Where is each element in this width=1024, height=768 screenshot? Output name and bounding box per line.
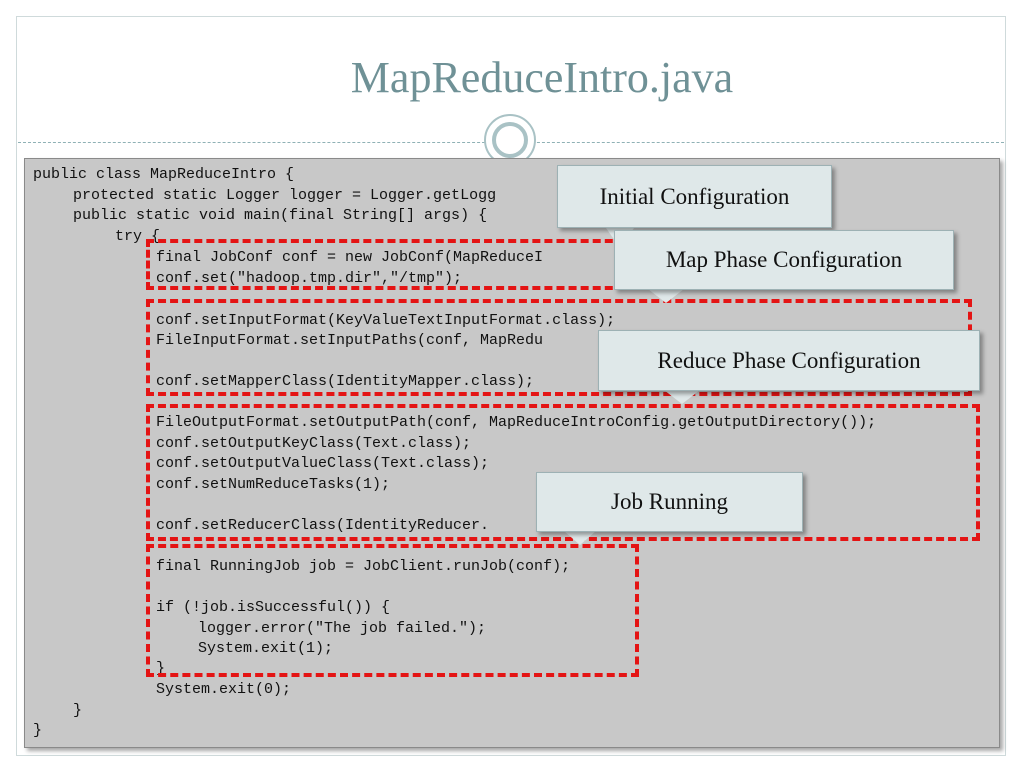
code-line: conf.setNumReduceTasks(1);: [156, 476, 391, 493]
callout-job-running: Job Running: [536, 472, 803, 532]
callout-reduce-phase-configuration: Reduce Phase Configuration: [598, 330, 980, 391]
code-line: final JobConf conf = new JobConf(MapRedu…: [156, 249, 544, 266]
callout-tail: [564, 531, 596, 545]
code-line: }: [73, 702, 83, 719]
code-line: FileInputFormat.setInputPaths(conf, MapR…: [156, 332, 544, 349]
code-line: conf.setOutputValueClass(Text.class);: [156, 455, 490, 472]
code-line: protected static Logger logger = Logger.…: [73, 187, 497, 204]
highlight-box-job: [146, 544, 639, 677]
highlight-box-reduce: [146, 404, 980, 541]
code-line: logger.error("The job failed.");: [198, 620, 487, 637]
code-line: public class MapReduceIntro {: [33, 166, 295, 183]
slide-title: MapReduceIntro.java: [350, 53, 734, 102]
callout-map-phase-configuration: Map Phase Configuration: [614, 230, 954, 290]
code-line: FileOutputFormat.setOutputPath(conf, Map…: [156, 414, 877, 431]
code-line: conf.setMapperClass(IdentityMapper.class…: [156, 373, 535, 390]
code-line: System.exit(0);: [156, 681, 292, 698]
callout-initial-configuration: Initial Configuration: [557, 165, 832, 228]
callout-tail: [664, 390, 700, 404]
code-line: }: [156, 660, 166, 677]
code-line: try {: [115, 228, 161, 245]
code-line: conf.setInputFormat(KeyValueTextInputFor…: [156, 312, 616, 329]
code-line: final RunningJob job = JobClient.runJob(…: [156, 558, 571, 575]
code-line: if (!job.isSuccessful()) {: [156, 599, 391, 616]
code-line: conf.setReducerClass(IdentityReducer.: [156, 517, 490, 534]
code-line: conf.setOutputKeyClass(Text.class);: [156, 435, 472, 452]
highlight-box-initial: [146, 239, 649, 290]
code-line: conf.set("hadoop.tmp.dir","/tmp");: [156, 270, 463, 287]
code-line: System.exit(1);: [198, 640, 334, 657]
callout-tail: [648, 289, 684, 303]
code-line: }: [33, 722, 43, 739]
code-line: public static void main(final String[] a…: [73, 207, 488, 224]
